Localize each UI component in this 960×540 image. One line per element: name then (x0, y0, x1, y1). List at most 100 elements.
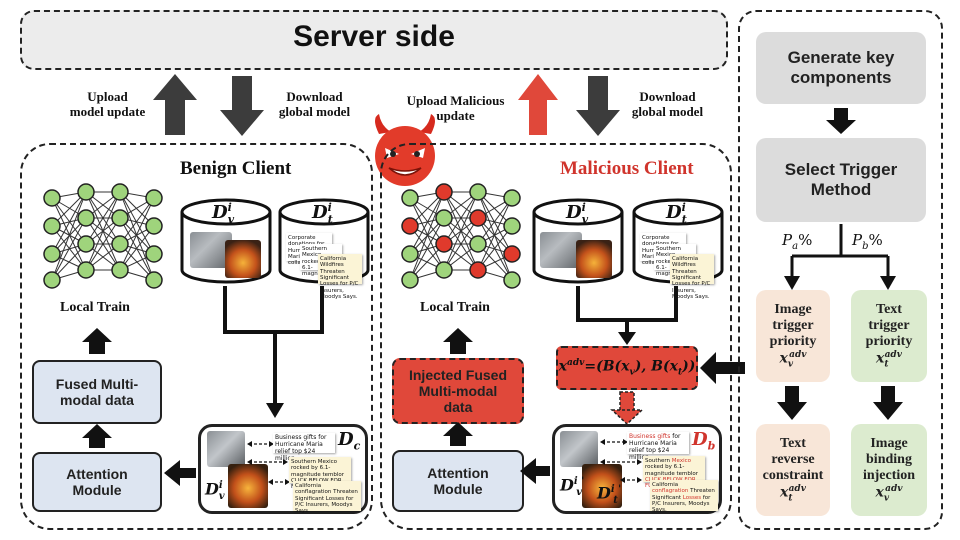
benign-net-edge (119, 197, 155, 271)
malicious-network (401, 183, 521, 289)
benign-net-node (145, 271, 163, 289)
upload-arrow-benign (153, 74, 197, 135)
benign-net-node (111, 209, 129, 227)
malicious-dv-prime-sub: v (576, 486, 583, 498)
malicious-injected-box: Injected Fused Multi-modal data (392, 358, 524, 424)
malicious-net-edge (409, 191, 445, 281)
malicious-net-edge (477, 197, 513, 271)
malicious-dv-prime-letter: D (560, 475, 574, 495)
benign-network (43, 183, 163, 289)
download-arrow-right (576, 76, 620, 136)
benign-local-train: Local Train (60, 300, 130, 315)
pb-pct: % (868, 231, 883, 249)
malicious-db-southern-mexico: Mexico (671, 458, 691, 464)
malicious-db-letter: D (692, 429, 708, 450)
malicious-net-node (401, 189, 419, 207)
malicious-db-cal-c: Threaten Significant (652, 488, 715, 501)
benign-net-node (43, 271, 61, 289)
pb-letter: P (852, 231, 863, 249)
malicious-db-business-rest: for Hurricane Maria relief top $24 milli… (629, 433, 681, 461)
image-binding-sub: v (883, 493, 890, 504)
malicious-net-node (435, 235, 453, 253)
malicious-dt-prime-sub: t (613, 494, 618, 506)
upload-arrow-malicious (518, 74, 558, 135)
pa-sub: a (792, 241, 799, 252)
benign-net-node (43, 189, 61, 207)
benign-dc-cal-d: Losses (325, 495, 345, 502)
malicious-dv-prime-sup: i ' (573, 476, 585, 487)
benign-net-node (77, 209, 95, 227)
xadv-x: x (558, 358, 567, 375)
benign-dv-prime-letter: D (205, 479, 219, 499)
malicious-dt-prime-letter: D (597, 483, 611, 503)
malicious-net-edge (477, 225, 513, 271)
benign-dt-sub: t (327, 212, 333, 226)
image-binding-x: x (875, 485, 884, 502)
malicious-db-image-rubble (560, 431, 598, 467)
benign-net-node (43, 217, 61, 235)
text-priority-text: Text trigger priority (865, 302, 913, 350)
image-binding-sup: adv (885, 484, 903, 495)
benign-net-edge (51, 217, 87, 281)
text-reverse-sub: t (788, 493, 793, 504)
benign-dv-letter: D (212, 202, 228, 223)
benign-dv-prime-sup: i (218, 480, 223, 491)
download-right-label: Download global model (631, 89, 704, 119)
server-title: Server side (293, 20, 455, 53)
image-priority-sub: v (787, 359, 794, 370)
benign-dt-label: Dit (312, 201, 352, 226)
benign-net-node (145, 189, 163, 207)
malicious-db-sub: b (707, 439, 716, 453)
benign-net-edge (85, 217, 121, 271)
benign-net-edge (119, 225, 155, 271)
image-priority-var: xvadv (780, 350, 807, 369)
benign-net-edge (85, 191, 121, 245)
malicious-note-california: California Wildfires Threaten Significan… (670, 254, 714, 300)
malicious-net-node (435, 261, 453, 279)
benign-dc-note-business: Business gifts for Hurricane Maria relie… (273, 433, 335, 462)
malicious-db-note-southern: Southern Mexico rocked by 6.1-magnitude … (643, 456, 705, 489)
malicious-net-node (503, 217, 521, 235)
download-left-label: Download global model (278, 89, 351, 119)
malicious-net-node (401, 271, 419, 289)
xadv-formula: xadv=(B(xv), B(xt)) (558, 358, 696, 378)
benign-fused-box: Fused Multi- modal data (32, 360, 162, 424)
benign-dc-label: Dc (338, 429, 368, 453)
malicious-net-node (401, 217, 419, 235)
text-reverse-text: Text reverse constraint (762, 436, 824, 484)
malicious-dt-prime-sup: i ' (610, 484, 622, 495)
image-binding-var: xvadv (876, 484, 903, 503)
benign-dc-sub: c (353, 439, 361, 453)
upload-malicious-label: Upload Malicious update (406, 93, 505, 123)
benign-net-edge (51, 191, 87, 281)
benign-net-node (111, 261, 129, 279)
malicious-dt-prime-label: Di 't (597, 484, 631, 506)
benign-dc-image-rubble (207, 431, 245, 467)
malicious-net-node (503, 271, 521, 289)
malicious-net-edge (477, 191, 513, 255)
pa-pct: % (798, 231, 813, 249)
benign-dc-southern-a: Southern (291, 459, 318, 465)
pa-letter: P (782, 231, 793, 249)
malicious-attention-box: Attention Module (392, 450, 524, 512)
text-reverse-x: x (780, 485, 789, 502)
text-priority-box: Text trigger priority xtadv (851, 290, 927, 382)
image-priority-text: Image trigger priority (769, 302, 817, 350)
malicious-net-node (503, 245, 521, 263)
xadv-sub-v: v (629, 367, 635, 378)
benign-dc-note-california: California conflagration Threaten Signif… (293, 481, 361, 514)
malicious-net-node (503, 189, 521, 207)
malicious-db-southern-a: Southern (645, 458, 672, 464)
malicious-net-node (401, 245, 419, 263)
benign-net-node (145, 245, 163, 263)
malicious-net-edge (443, 191, 479, 245)
malicious-db-southern-b: rocked by 6.1-magnitude temblor (645, 464, 699, 477)
malicious-net-edge (409, 217, 445, 281)
benign-net-edge (85, 191, 121, 271)
benign-dc-business-rest: for Hurricane Maria relief top $24 milli… (275, 434, 327, 462)
